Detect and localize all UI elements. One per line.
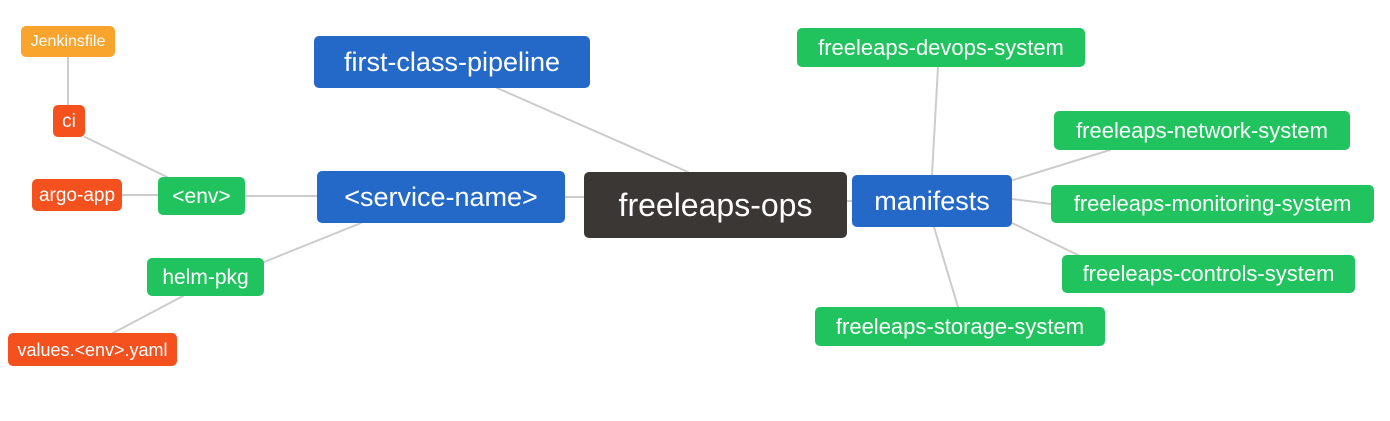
node-network-system[interactable]: freeleaps-network-system [1054,111,1350,150]
edge-values-env-yaml-helm-pkg [112,295,184,334]
node-label: helm-pkg [162,265,249,289]
node-manifests[interactable]: manifests [852,175,1012,227]
node-values-env-yaml[interactable]: values.<env>.yaml [8,333,177,366]
node-label: freeleaps-storage-system [835,313,1085,339]
node-label: <env> [172,184,231,208]
edge-manifests-storage-system [933,226,959,308]
node-label: freeleaps-controls-system [1082,261,1335,286]
node-label: <service-name> [344,181,538,212]
node-label: manifests [874,185,990,216]
node-service-name[interactable]: <service-name> [317,171,565,223]
node-label: values.<env>.yaml [17,339,168,360]
node-label: freeleaps-devops-system [818,34,1064,60]
node-monitoring-system[interactable]: freeleaps-monitoring-system [1051,185,1374,223]
edge-first-class-pipeline-freeleaps-ops [496,87,689,173]
node-controls-system[interactable]: freeleaps-controls-system [1062,255,1355,293]
node-label: freeleaps-network-system [1076,117,1328,143]
node-storage-system[interactable]: freeleaps-storage-system [815,307,1105,346]
edge-manifests-controls-system [1011,222,1083,258]
node-env[interactable]: <env> [158,177,245,215]
node-label: freeleaps-ops [618,187,813,223]
node-helm-pkg[interactable]: helm-pkg [147,258,264,296]
edge-manifests-devops-system [931,66,939,176]
node-freeleaps-ops[interactable]: freeleaps-ops [584,172,847,238]
edge-manifests-monitoring-system [1011,198,1052,205]
node-devops-system[interactable]: freeleaps-devops-system [797,28,1085,67]
node-label: first-class-pipeline [343,46,561,77]
node-label: argo-app [38,184,116,206]
node-label: Jenkinsfile [30,32,106,50]
edge-helm-pkg-service-name [263,222,362,263]
node-argo-app[interactable]: argo-app [32,179,122,211]
node-ci[interactable]: ci [53,105,85,137]
node-jenkinsfile[interactable]: Jenkinsfile [21,26,115,57]
node-first-class-pipeline[interactable]: first-class-pipeline [314,36,590,88]
node-label: freeleaps-monitoring-system [1073,191,1352,216]
node-label: ci [62,110,76,132]
edge-ci-env [84,136,168,178]
edge-manifests-network-system [1012,149,1111,181]
